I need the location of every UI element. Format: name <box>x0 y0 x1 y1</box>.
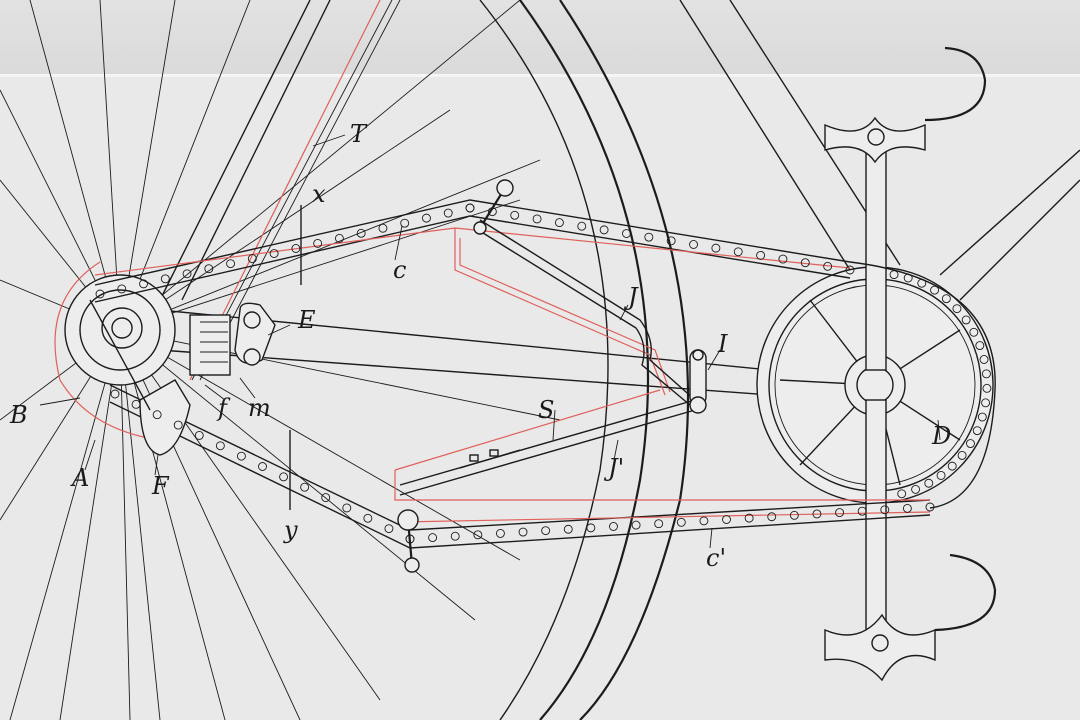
crank-arms <box>865 149 887 631</box>
upper-idler-link <box>473 179 514 235</box>
paper-fold-crease <box>0 74 1080 77</box>
spring-S <box>459 449 521 469</box>
label-S: S <box>538 396 555 424</box>
label-F: F <box>152 472 169 500</box>
sprocket-red-overlay <box>54 261 161 441</box>
fork-end-F <box>89 299 191 456</box>
bracket-E-plate <box>189 302 276 376</box>
label-I: I <box>718 330 728 358</box>
pedal-top <box>824 46 987 164</box>
chain-rollers <box>95 203 992 544</box>
label-T: T <box>350 120 367 148</box>
label-A: A <box>72 464 90 492</box>
down-tube <box>939 149 1080 301</box>
tension-rod-J <box>474 219 696 406</box>
label-f: f <box>218 394 227 422</box>
pedal-bottom <box>824 553 997 682</box>
label-y: y <box>284 516 298 544</box>
label-D: D <box>932 422 952 450</box>
pivot-lever-I <box>689 349 707 414</box>
leader-lines <box>39 134 941 549</box>
label-J: J <box>628 283 638 311</box>
upper-chain-c <box>94 199 851 303</box>
label-J-prime: J' <box>608 454 625 482</box>
lower-idler-link <box>397 509 420 573</box>
paper-fold-shadow <box>0 0 1080 76</box>
tension-rod-J-prime <box>399 399 696 496</box>
red-overlay-chain <box>94 227 931 523</box>
rear-sprocket-B <box>64 274 176 386</box>
rear-wheel-rim <box>479 0 690 720</box>
label-c-upper: c <box>393 256 407 284</box>
label-x: x <box>312 180 326 208</box>
label-E: E <box>298 306 316 334</box>
label-m: m <box>248 394 271 422</box>
label-B: B <box>10 401 28 429</box>
label-c-prime: c' <box>706 544 727 572</box>
